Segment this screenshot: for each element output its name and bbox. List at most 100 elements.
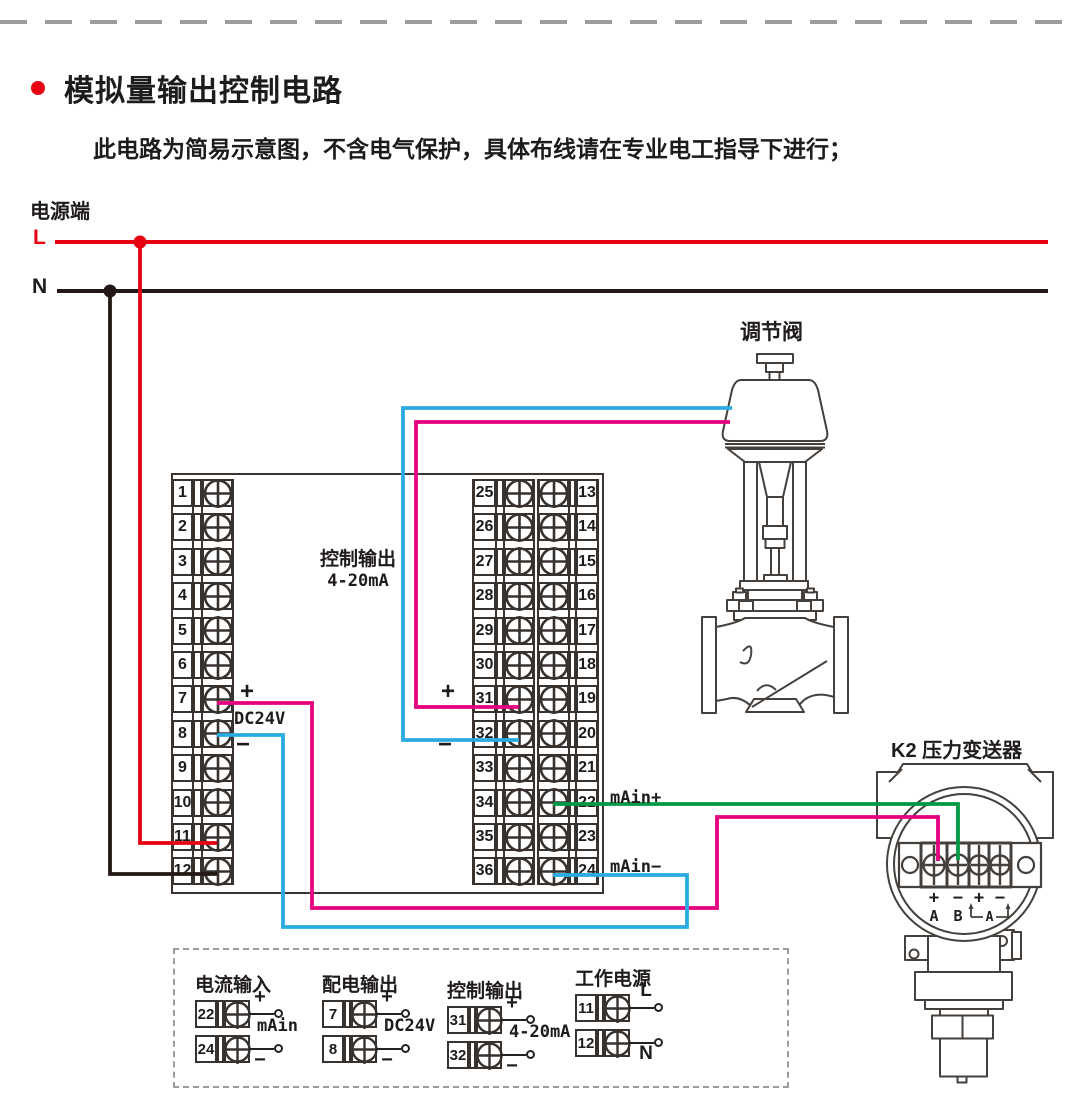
- terminal-screw: [538, 753, 569, 783]
- terminal-number: 3: [172, 547, 193, 576]
- live-line-label: L: [33, 226, 46, 249]
- screw-terminal-icon: [504, 616, 534, 646]
- terminal-screw: [202, 822, 233, 852]
- terminal-screw: [504, 856, 534, 886]
- terminal-number: 25: [473, 479, 496, 507]
- terminal-number: 4: [172, 582, 193, 611]
- screw-terminal-icon: [202, 581, 233, 611]
- terminal-number: 22: [576, 788, 598, 817]
- legend-terminal-screw: [603, 1028, 631, 1058]
- screw-terminal-icon: [504, 856, 534, 886]
- screw-terminal-icon: [350, 1034, 378, 1064]
- legend-group-title: 工作电源: [575, 969, 652, 990]
- terminal-spacer: [193, 857, 202, 886]
- legend-terminal-row: 24−: [195, 1034, 290, 1070]
- transmitter-terminal-labels: + − + − A B A: [929, 888, 1005, 925]
- terminal-number: 34: [473, 788, 496, 817]
- terminal-number: 9: [172, 754, 193, 783]
- legend-group-title: 电流输入: [195, 975, 272, 996]
- transmitter-mark-3: +: [974, 888, 984, 908]
- terminal-number: 31: [473, 685, 496, 714]
- terminal-spacer: [193, 788, 202, 817]
- control-valve-drawing: [701, 353, 849, 714]
- legend-terminal-row: 8−: [322, 1034, 417, 1070]
- terminal-number: 35: [473, 823, 496, 851]
- terminal-number: 30: [473, 651, 496, 679]
- title-bullet-icon: [31, 81, 45, 95]
- legend-terminal-number: 7: [322, 1000, 344, 1028]
- terminal-spacer: [569, 513, 576, 542]
- terminal-number: 33: [473, 754, 496, 783]
- terminal-screw: [504, 616, 534, 646]
- screw-terminal-icon: [504, 512, 534, 542]
- legend-terminal-screw: [223, 999, 251, 1029]
- screw-terminal-icon: [538, 478, 569, 508]
- terminal-spacer: [496, 582, 504, 611]
- legend-signal-label: DC24V: [384, 1016, 436, 1036]
- control-output-label-text: 控制输出: [319, 549, 396, 570]
- terminal-spacer: [569, 616, 576, 645]
- terminal-screw: [202, 788, 233, 818]
- terminal-screw: [202, 856, 233, 886]
- terminal-screw: [504, 788, 534, 818]
- terminal-number: 32: [473, 719, 496, 748]
- terminal32-minus-mark: −: [438, 731, 453, 758]
- ammeter-bracket-icon: [968, 903, 1011, 918]
- legend-terminal-row: 7+: [322, 987, 417, 1029]
- legend-terminal-spacer: [217, 1000, 224, 1028]
- legend-terminal-spacer: [344, 1000, 351, 1028]
- terminal-screw: [538, 788, 569, 818]
- screw-terminal-icon: [538, 856, 569, 886]
- screw-terminal-icon: [538, 616, 569, 646]
- screw-terminal-icon: [504, 581, 534, 611]
- terminal-number: 7: [172, 685, 193, 714]
- legend-group-title: 配电输出: [322, 975, 399, 996]
- terminal-screw: [504, 478, 534, 508]
- terminal-screw: [538, 719, 569, 749]
- current-signal-wire: [553, 802, 960, 860]
- terminal-screw: [504, 822, 534, 852]
- screw-terminal-icon: [538, 684, 569, 714]
- terminal-screw: [202, 684, 233, 714]
- screw-terminal-icon: [538, 719, 569, 749]
- legend-polarity-mark: −: [506, 1055, 518, 1077]
- screw-terminal-icon: [504, 822, 534, 852]
- terminal-screw: [504, 581, 534, 611]
- legend-open-terminal-icon: [401, 1044, 410, 1053]
- screw-terminal-icon: [202, 753, 233, 783]
- terminal-spacer: [193, 685, 202, 714]
- terminal-screw: [202, 650, 233, 680]
- legend-open-terminal-icon: [274, 1044, 283, 1053]
- legend-terminal-row: 32−: [447, 1040, 542, 1076]
- terminal-number: 17: [576, 616, 598, 645]
- terminal-number: 21: [576, 754, 598, 783]
- screw-terminal-icon: [603, 993, 631, 1023]
- legend-terminal-number: 12: [575, 1029, 597, 1057]
- transmitter-bracket-letter: A: [986, 910, 994, 925]
- terminal-number: 28: [473, 582, 496, 611]
- legend-terminal-row: 22+: [195, 987, 290, 1029]
- dc24v-label: DC24V: [234, 709, 286, 729]
- terminal-number: 8: [172, 719, 193, 748]
- transmitter-letter-b: B: [953, 907, 962, 925]
- terminal-spacer: [569, 685, 576, 714]
- terminal-spacer: [193, 754, 202, 783]
- terminal7-plus-mark: +: [240, 678, 255, 705]
- terminal-spacer: [569, 719, 576, 748]
- terminal-screw: [538, 478, 569, 508]
- terminal-screw: [504, 684, 534, 714]
- terminal-spacer: [569, 479, 576, 507]
- legend-terminal-spacer: [597, 1029, 604, 1057]
- legend-polarity-mark: −: [381, 1049, 393, 1071]
- legend-terminal-spacer: [469, 1006, 476, 1034]
- terminal-spacer: [496, 616, 504, 645]
- terminal-screw: [202, 719, 233, 749]
- legend-wire-stub: [629, 1006, 654, 1009]
- screw-terminal-icon: [504, 788, 534, 818]
- terminal-spacer: [496, 857, 504, 886]
- legend-polarity-mark: +: [254, 986, 266, 1008]
- terminal-spacer: [569, 582, 576, 611]
- screw-terminal-icon: [202, 684, 233, 714]
- legend-wire-stub: [501, 1053, 526, 1056]
